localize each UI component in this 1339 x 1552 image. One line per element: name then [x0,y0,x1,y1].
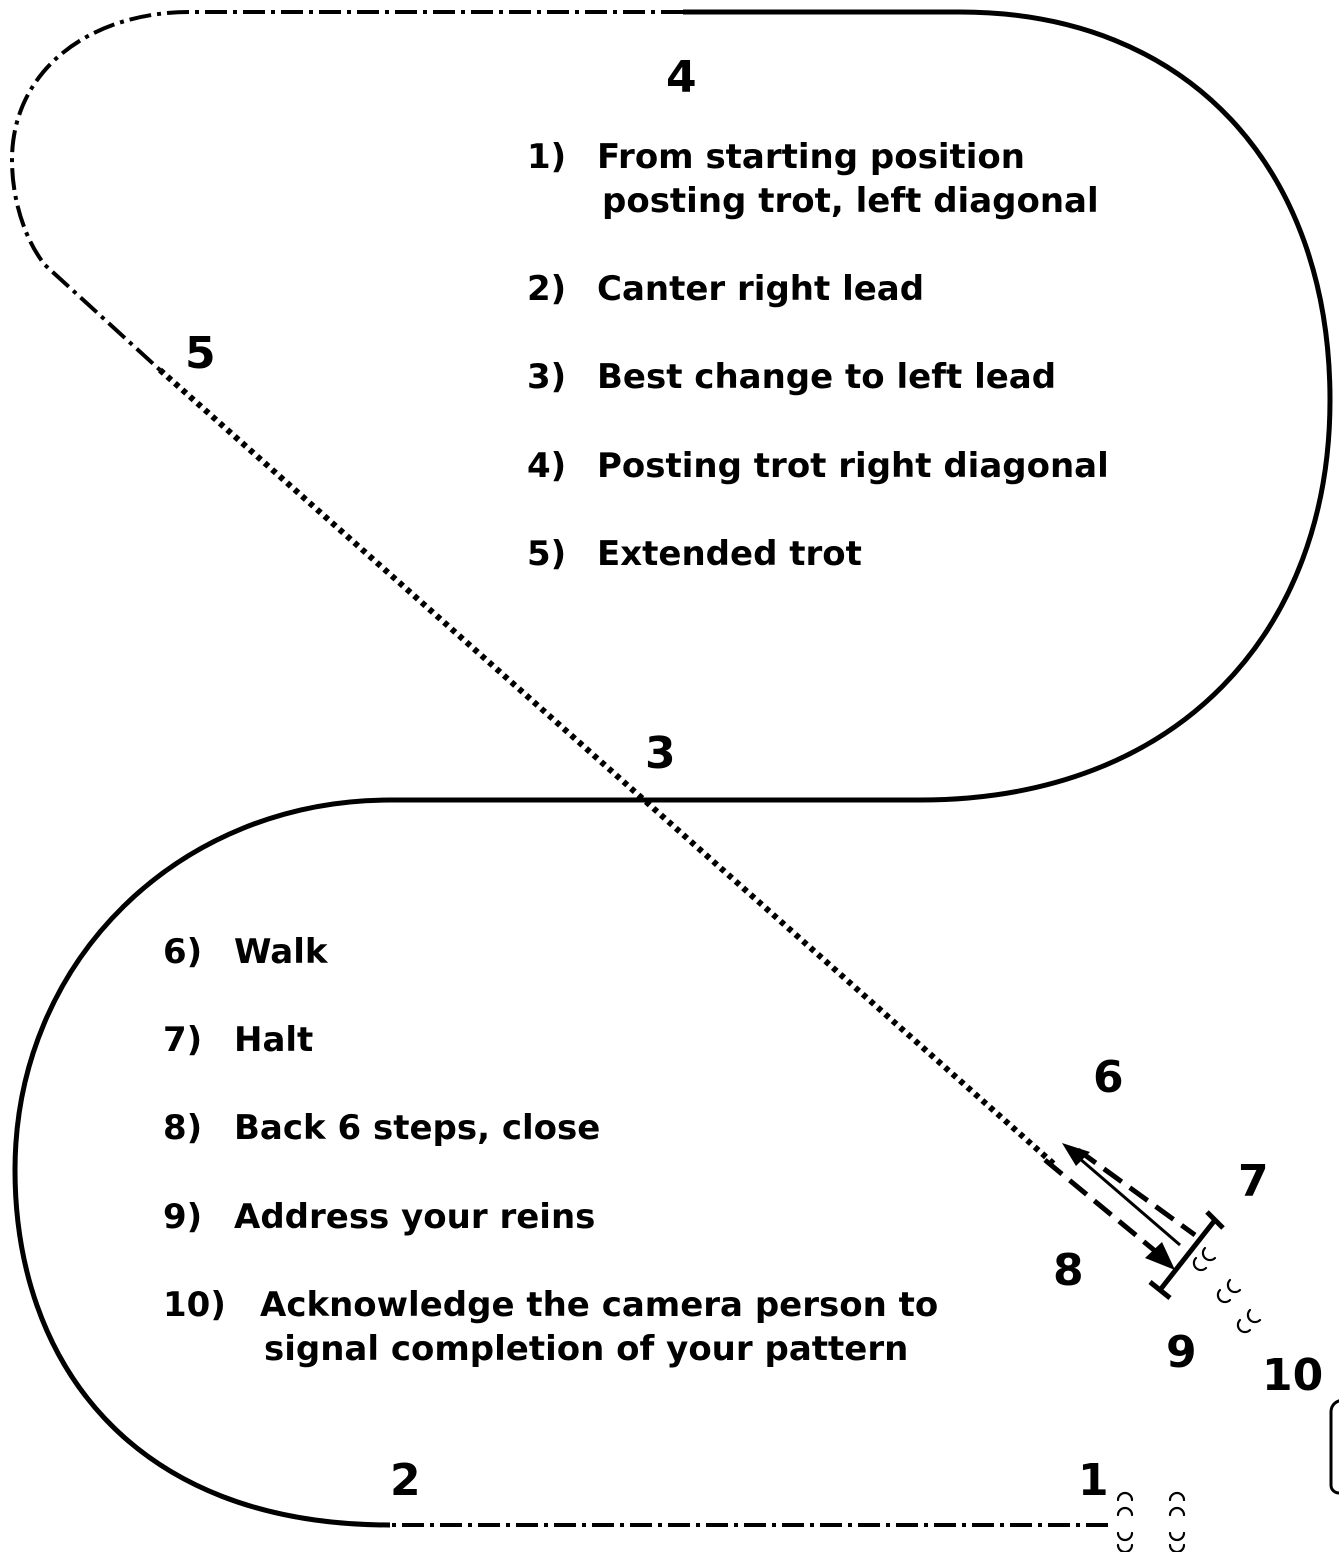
marker-8: 8 [1053,1245,1084,1296]
step-9-line-1: Address your reins [234,1197,595,1237]
canter-path-lower-loop [12,797,920,1528]
canter-path-upper-loop [683,9,1333,803]
step-8-num: 8) [163,1108,202,1148]
marker-6: 6 [1093,1052,1124,1103]
step-6-line-1: Walk [234,932,329,972]
step-1-line-2: posting trot, left diagonal [602,181,1099,221]
step-4-line-1: Posting trot right diagonal [597,446,1109,486]
step-7-line-1: Halt [234,1020,313,1060]
instructions-upper: 1) From starting position posting trot, … [527,137,1109,574]
walk-path [1076,1147,1197,1238]
marker-2: 2 [390,1455,421,1506]
walk-path-return [1043,1158,1162,1257]
step-2-line-1: Canter right lead [597,269,924,309]
back-path [1071,1150,1181,1247]
step-5-num: 5) [527,534,566,574]
hoof-prints-halt-icon [1192,1246,1262,1334]
step-10-num: 10) [163,1285,226,1325]
step-8-line-1: Back 6 steps, close [234,1108,600,1148]
step-1-num: 1) [527,137,566,177]
marker-10: 10 [1262,1350,1323,1401]
step-7-num: 7) [163,1020,202,1060]
back-arrow-up-icon [1062,1143,1090,1166]
marker-9: 9 [1166,1327,1197,1378]
step-9-num: 9) [163,1197,202,1237]
step-10-line-2: signal completion of your pattern [264,1329,908,1369]
instructions-lower: 6) Walk 7) Halt 8) Back 6 steps, close 9… [163,932,938,1369]
step-6-num: 6) [163,932,202,972]
hoof-prints-start-icon [1116,1491,1186,1552]
marker-5: 5 [185,328,216,379]
step-1-line-1: From starting position [597,137,1025,177]
step-4-num: 4) [527,446,566,486]
marker-7: 7 [1238,1156,1269,1207]
halt-bar [1148,1210,1225,1300]
step-3-num: 3) [527,357,566,397]
marker-3: 3 [645,728,676,779]
marker-4: 4 [666,52,697,103]
camera-person-box [1329,1398,1339,1495]
step-3-line-1: Best change to left lead [597,357,1056,397]
trot-path-upper-left [9,10,683,372]
walk-arrow-down-icon [1145,1242,1175,1270]
marker-1: 1 [1078,1455,1109,1506]
step-2-num: 2) [527,269,566,309]
step-5-line-1: Extended trot [597,534,862,574]
step-10-line-1: Acknowledge the camera person to [260,1285,938,1325]
